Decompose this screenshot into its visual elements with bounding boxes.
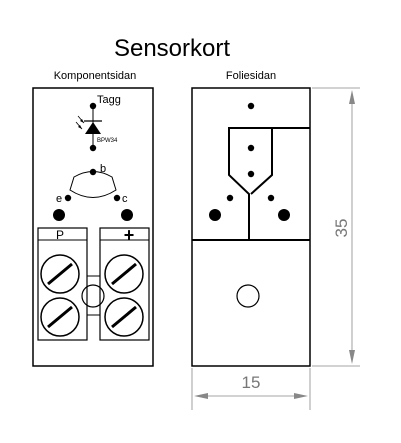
- width-arrow-right: [294, 393, 308, 399]
- pin-c-label: c: [122, 193, 128, 205]
- large-pad-left: [53, 209, 65, 221]
- foil-pad-b: [247, 170, 255, 178]
- foil-side-label: Foliesidan: [226, 70, 276, 82]
- pin-c-pad: [113, 194, 121, 202]
- light-arrowhead-2: [78, 125, 82, 129]
- foil-side-board: [191, 87, 311, 367]
- foil-pad-top: [247, 102, 255, 110]
- photodiode-symbol: Tagg BPW34: [75, 94, 121, 152]
- foil-large-pad-right: [278, 209, 290, 221]
- pin-b-pad: [89, 168, 97, 176]
- component-side-label: Komponentsidan: [54, 70, 137, 82]
- dimension-width: 15: [191, 368, 311, 410]
- diode-bottom-pad: [89, 144, 97, 152]
- screw-top-right: [104, 254, 144, 294]
- terminal-plus-label: +: [124, 225, 135, 245]
- pin-e-label: e: [56, 193, 62, 205]
- screw-slot-top-right: [111, 262, 137, 286]
- dimension-height: 35: [312, 87, 360, 367]
- height-dimension-value: 35: [332, 219, 351, 238]
- terminal-left: [37, 227, 88, 341]
- transistor-footprint: b e c: [56, 163, 128, 205]
- pin-b-label: b: [100, 163, 106, 175]
- bpw34-label: BPW34: [97, 138, 118, 144]
- screw-bottom-left: [40, 297, 80, 337]
- light-arrowhead-1: [80, 119, 84, 123]
- terminal-right: [99, 227, 150, 341]
- foil-pad-c: [267, 194, 275, 202]
- mounting-hole-component: [81, 284, 105, 308]
- screw-top-left: [40, 254, 80, 294]
- foil-track-right: [250, 128, 273, 195]
- foil-track-left: [228, 127, 310, 240]
- foil-large-pad-left: [209, 209, 221, 221]
- large-pad-right: [121, 209, 133, 221]
- transistor-outline: [69, 171, 117, 198]
- height-arrow-bottom: [349, 350, 355, 364]
- screw-slot-bottom-right: [111, 305, 137, 329]
- screw-slot-bottom-left: [47, 305, 73, 329]
- diode-triangle: [85, 122, 101, 134]
- screw-slot-top-left: [47, 262, 73, 286]
- width-arrow-left: [194, 393, 208, 399]
- height-arrow-top: [349, 90, 355, 104]
- terminal-block: P +: [37, 225, 150, 341]
- width-dimension-value: 15: [242, 373, 261, 392]
- terminal-p-label: P: [56, 228, 64, 242]
- pin-e-pad: [64, 194, 72, 202]
- foil-board-outline: [191, 87, 311, 367]
- mounting-hole-foil: [236, 284, 260, 308]
- tagg-label: Tagg: [97, 94, 121, 106]
- foil-pad-upper: [247, 144, 255, 152]
- component-side-board: Tagg BPW34 b e c P +: [32, 87, 154, 367]
- diagram-title: Sensorkort: [114, 35, 230, 62]
- foil-pad-e: [226, 194, 234, 202]
- component-board-outline: [32, 87, 154, 367]
- screw-bottom-right: [104, 297, 144, 337]
